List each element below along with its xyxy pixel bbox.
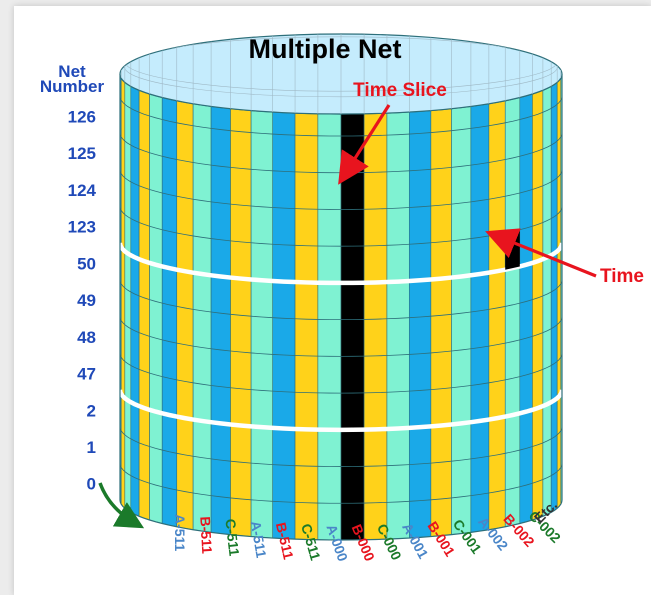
net-number-label: 126 (68, 107, 96, 126)
time-slice-stripe (556, 75, 562, 511)
time-slice-stripe (340, 111, 365, 540)
net-number-label: 48 (77, 328, 96, 347)
diagram-canvas: Multiple Net Net Number 126 125 124 123 50 49… (14, 6, 651, 595)
cylinder-body (119, 73, 563, 541)
time-slice-stripe (120, 75, 126, 511)
net-number-label: 0 (87, 475, 96, 494)
top-grid-ring (124, 36, 558, 98)
net-band-line (120, 463, 562, 504)
net-number-label: 1 (87, 438, 96, 457)
time-slice-stripe (317, 111, 342, 540)
rotation-arrow (98, 482, 145, 529)
time-slice-stripe (550, 79, 558, 515)
time-slice-stripe (294, 110, 319, 540)
cylinder-top (119, 33, 563, 115)
time-arrow (485, 228, 597, 278)
time-slice-stripe (430, 106, 452, 539)
time-slice-label: Time Slice (353, 80, 447, 101)
net-number-label: 50 (77, 254, 96, 273)
time-slice-stripe (250, 108, 274, 540)
time-slice-stripe (138, 87, 150, 523)
net-band-line (120, 206, 562, 247)
net-number-labels: 126 125 124 123 50 49 48 47 2 1 0 (68, 107, 97, 493)
time-partial-label: Time (600, 266, 644, 287)
time-slice-stripe (272, 109, 296, 540)
net-number-label: 47 (77, 365, 96, 384)
time-slice-stripe (519, 91, 533, 526)
time-slice-stripe (470, 101, 490, 535)
time-slice-stripe (149, 91, 163, 526)
column-label: A-511 (172, 514, 188, 552)
net-break-line (120, 242, 562, 286)
net-number-label: 124 (68, 181, 97, 200)
time-cell (505, 229, 520, 270)
net-band-line (120, 95, 562, 137)
net-band-line (120, 169, 562, 210)
column-label: C-511 (222, 518, 242, 557)
cylinder-diagram: Multiple Net Net Number 126 125 124 123 50 49… (40, 33, 644, 564)
net-number-label: 123 (68, 218, 96, 237)
time-slice-stripe (124, 79, 132, 515)
net-break-line (120, 389, 562, 433)
time-slice-stripe (488, 98, 506, 533)
time-slice-stripe (130, 83, 140, 519)
time-slice-stripe (230, 106, 252, 539)
time-slice-stripe (408, 108, 432, 540)
column-label: B-511 (197, 516, 215, 554)
net-band-line (120, 353, 562, 394)
time-slice-stripe (451, 104, 472, 537)
net-band-line (120, 316, 562, 357)
net-number-label: 2 (87, 401, 96, 420)
time-slice-stripe (363, 110, 388, 540)
net-number-label: 49 (77, 291, 96, 310)
diagram-title: Multiple Net (249, 34, 402, 64)
time-slice-stripe (504, 95, 521, 530)
net-band-line (120, 426, 562, 467)
time-slice-stripe (532, 87, 544, 523)
time-slice-stripe (542, 83, 552, 519)
time-slice-stripe (386, 109, 410, 540)
time-slice-arrow (338, 104, 391, 185)
net-number-heading-line2: Number (40, 77, 105, 96)
time-slice-stripe (176, 98, 194, 533)
net-number-label: 125 (68, 144, 96, 163)
time-slice-stripe (192, 101, 212, 535)
net-number-heading-line1: Net (58, 62, 86, 81)
time-slice-stripe (210, 104, 231, 537)
net-band-line (120, 279, 562, 321)
column-label: A-511 (248, 520, 270, 560)
time-slice-stripe (161, 95, 178, 530)
